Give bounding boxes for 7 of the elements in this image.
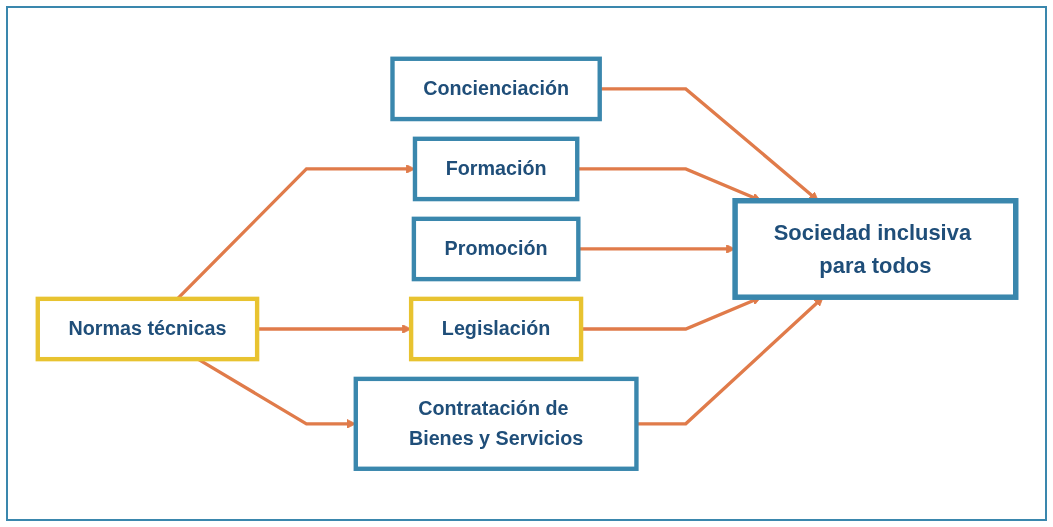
- node-box: Promoción: [411, 216, 581, 282]
- node-box: Contratación de Bienes y Servicios: [353, 376, 639, 471]
- node-box: Concienciación: [390, 56, 602, 121]
- node-box: Legislación: [408, 296, 583, 362]
- node-box: Sociedad inclusiva para todos: [732, 197, 1019, 300]
- node-box: Normas técnicas: [35, 296, 260, 362]
- node-box: Formación: [412, 136, 580, 201]
